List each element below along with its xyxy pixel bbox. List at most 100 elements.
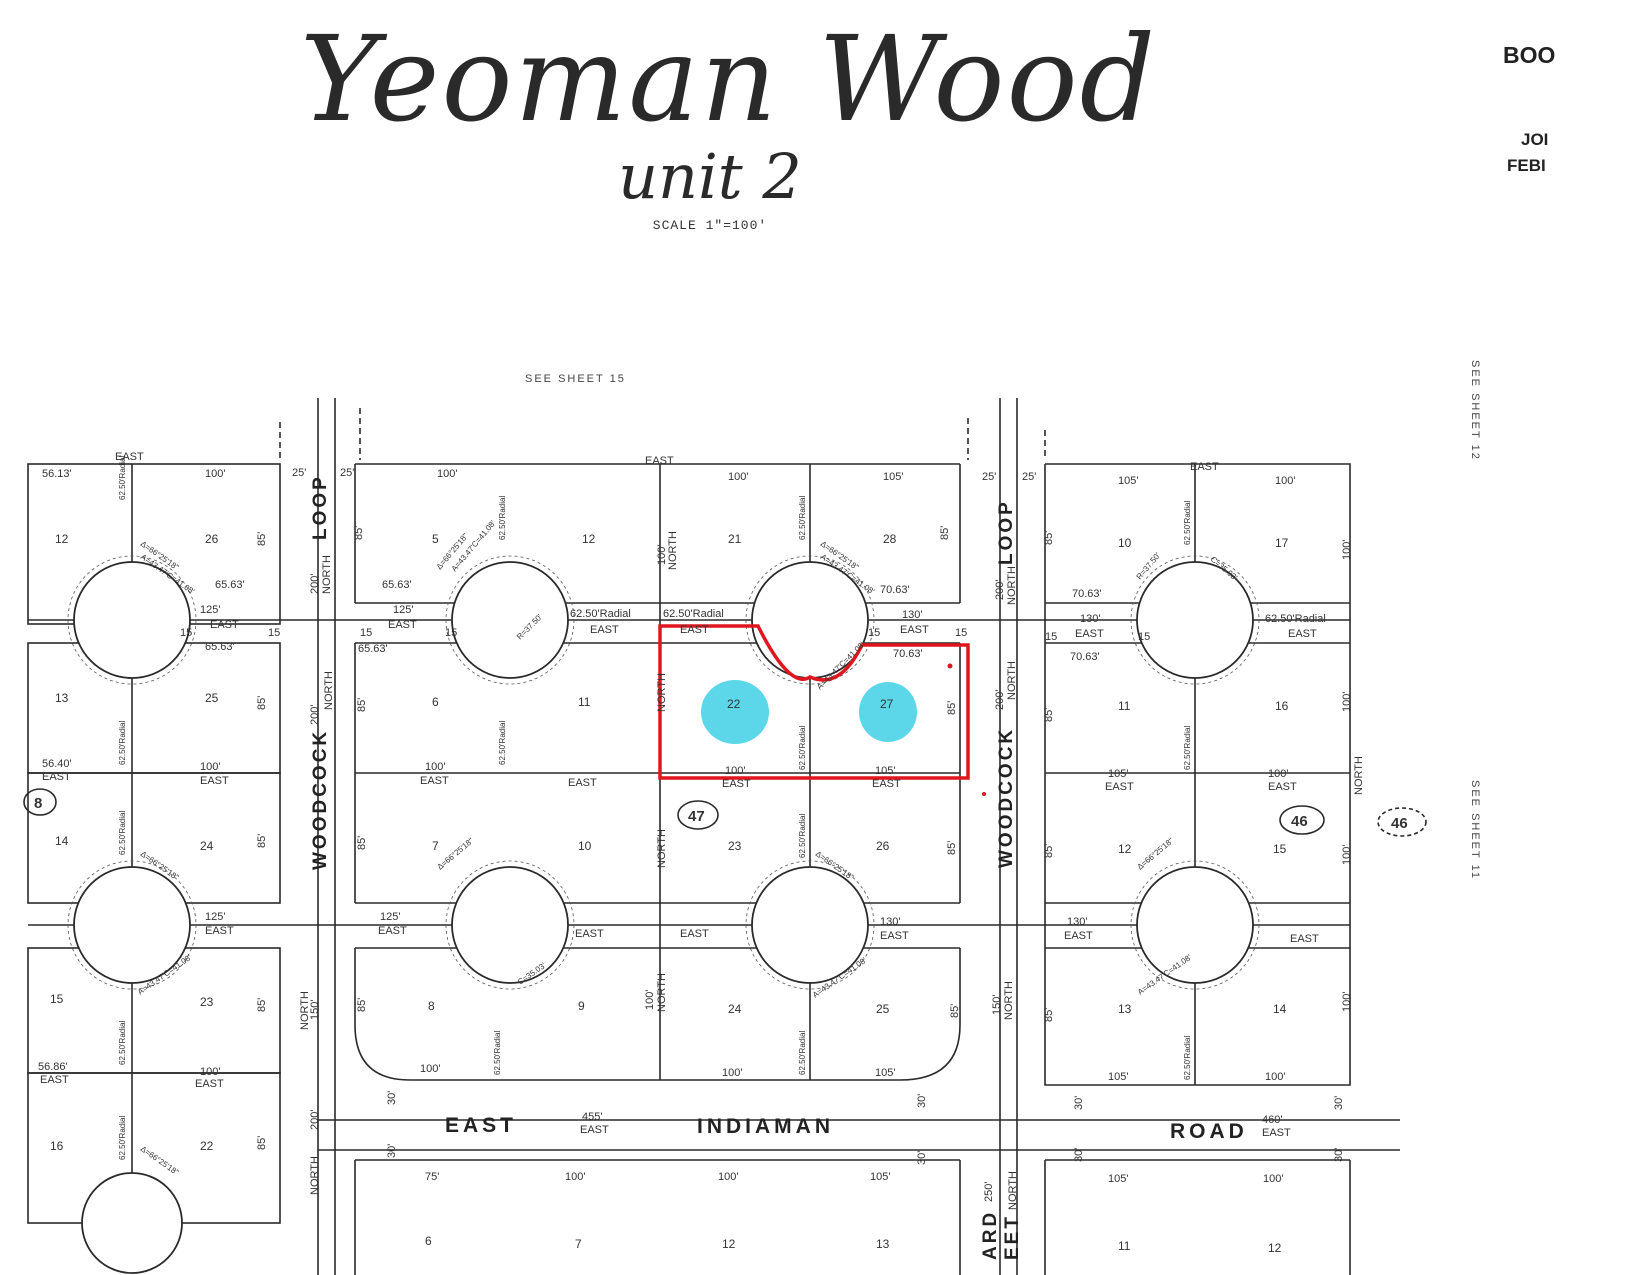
dim-label: NORTH	[1006, 661, 1018, 700]
dim-label: 25'	[340, 467, 354, 479]
dim-label: 100'	[718, 1171, 738, 1183]
curve-label: 62.50'Radial	[1183, 1036, 1192, 1080]
dim-label: 15	[868, 627, 880, 639]
dim-label: NORTH	[1353, 756, 1365, 795]
lot-number: 22	[200, 1139, 214, 1153]
dim-label: 100'	[728, 471, 748, 483]
dim-label: 56.40'	[42, 758, 72, 770]
dim-label: EAST	[195, 1078, 224, 1090]
dim-label: EAST	[210, 619, 239, 631]
lot-number: 17	[1275, 536, 1289, 550]
south-block	[354, 1159, 1351, 1275]
dim-label: 100'	[1341, 540, 1353, 560]
lot-number: 11	[1118, 1239, 1131, 1253]
dim-label: 85'	[1043, 844, 1055, 858]
dim-label: 30'	[1333, 1148, 1345, 1162]
dim-label: 100'	[425, 761, 445, 773]
dim-label: 125'	[205, 911, 225, 923]
block-number-47: 47	[688, 808, 705, 825]
dim-label: EAST	[680, 928, 709, 940]
lot-number: 7	[432, 839, 439, 853]
dim-label: 105'	[875, 1067, 895, 1079]
dim-label: 30'	[386, 1144, 398, 1158]
lot-number: 13	[1118, 1002, 1132, 1016]
dim-label: 250'	[983, 1182, 995, 1202]
lot-number: 23	[728, 839, 742, 853]
dim-label: 100'	[1265, 1071, 1285, 1083]
curve-label: Δ=66°25'18"	[1136, 836, 1176, 871]
dim-label: EAST	[722, 778, 751, 790]
dim-label: EAST	[1288, 628, 1317, 640]
dim-label: 70.63'	[880, 584, 910, 596]
map-title: Yeoman Wood	[300, 10, 1158, 148]
dim-label: 85'	[939, 526, 951, 540]
dim-label: EAST	[200, 775, 229, 787]
dimension-labels: EAST 100' 56.13' EAST 100' 100' 105' EAS…	[38, 451, 1365, 1210]
curve-ticks	[67, 555, 1260, 990]
dim-label: 62.50'Radial	[663, 608, 724, 620]
highlight-lot-27	[859, 682, 917, 742]
dim-label: NORTH	[321, 555, 333, 594]
dim-label: 30'	[1073, 1096, 1085, 1110]
dim-label: EAST	[1064, 930, 1093, 942]
dim-label: 85'	[949, 1004, 961, 1018]
lot-number: 15	[1273, 842, 1287, 856]
lot-number: 7	[575, 1237, 582, 1251]
dim-label: EAST	[388, 619, 417, 631]
dim-label: 30'	[1073, 1148, 1085, 1162]
cul-de-sacs	[73, 561, 1254, 1274]
dim-label: NORTH	[656, 829, 668, 868]
dim-label: 30'	[916, 1151, 928, 1165]
lot-number: 5	[432, 532, 439, 546]
street-eet: EET	[1002, 1214, 1023, 1260]
dim-label: 130'	[1067, 916, 1087, 928]
street-ard: ARD	[980, 1210, 1001, 1260]
interior-walks	[28, 619, 1350, 926]
dim-label: 85'	[356, 836, 368, 850]
dim-label: EAST	[42, 771, 71, 783]
dim-label: NORTH	[667, 531, 679, 570]
dim-label: 100'	[1275, 475, 1295, 487]
dim-label: 100'	[200, 1066, 220, 1078]
lot-number: 21	[728, 532, 742, 546]
lot-number: 13	[55, 691, 69, 705]
dim-label: EAST	[872, 778, 901, 790]
block-labels: 47 46 46 8	[23, 788, 1427, 837]
dim-label: 65.63'	[215, 579, 245, 591]
dim-label: 85'	[946, 841, 958, 855]
dim-label: EAST	[568, 777, 597, 789]
curve-label: 62.50'Radial	[498, 496, 507, 540]
dim-label: 100'	[200, 761, 220, 773]
lot-number: 26	[876, 839, 890, 853]
see-sheet-top: SEE SHEET 15	[525, 373, 626, 385]
dim-label: 100'	[644, 990, 656, 1010]
dim-label: NORTH	[299, 991, 311, 1030]
dim-label: 15	[955, 627, 967, 639]
street-road: ROAD	[1170, 1120, 1248, 1143]
corner-text-top: BOO	[1503, 42, 1556, 68]
culdesac-2	[451, 561, 569, 679]
lot-number: 22	[727, 697, 741, 711]
dim-label: 130'	[902, 609, 922, 621]
dim-label: 85'	[256, 998, 268, 1012]
lot-number: 25	[876, 1002, 890, 1016]
red-dot-1	[947, 663, 953, 669]
dim-label: EAST	[40, 1074, 69, 1086]
dim-label: 30'	[916, 1094, 928, 1108]
lot-number: 8	[428, 999, 435, 1013]
street-east: EAST	[445, 1114, 517, 1137]
lot-number: 23	[200, 995, 214, 1009]
dim-label: 150'	[991, 995, 1003, 1015]
dim-label: EAST	[900, 624, 929, 636]
culdesac-4	[1136, 561, 1254, 679]
dim-label: NORTH	[309, 1156, 321, 1195]
block-47-rows	[355, 463, 960, 949]
curve-label: 62.50'Radial	[798, 814, 807, 858]
culdesac-1	[73, 561, 191, 679]
indiaman-street	[318, 1119, 1400, 1151]
dim-label: 105'	[883, 471, 903, 483]
dim-label: 85'	[1043, 1008, 1055, 1022]
woodcock-west-street	[317, 398, 336, 1275]
dim-label: 65.63'	[382, 579, 412, 591]
street-loop-east: LOOP	[996, 499, 1017, 565]
